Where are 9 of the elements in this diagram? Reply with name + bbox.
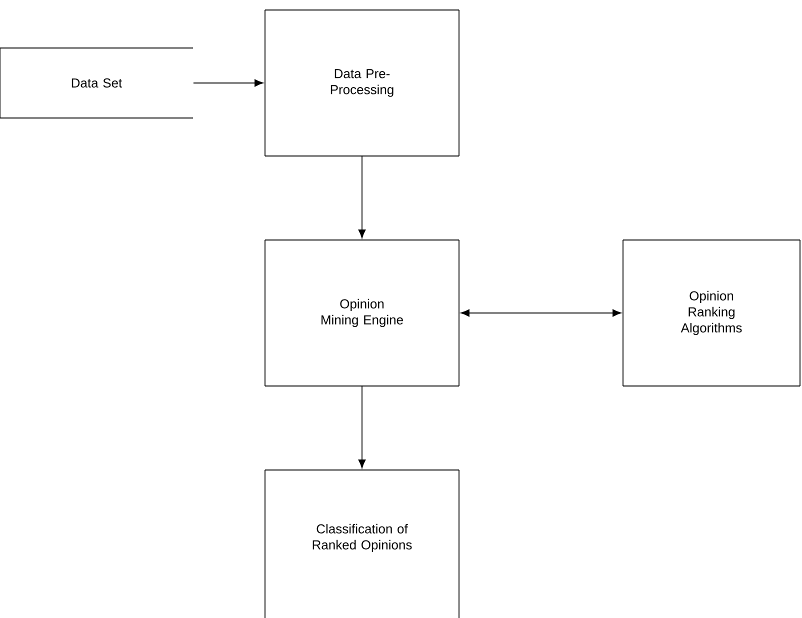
process-box: Data Pre-Processing [264, 10, 460, 156]
process-box: Opinion Mining Engine [264, 240, 460, 386]
arrow [358, 156, 366, 238]
arrow [460, 309, 622, 317]
arrow [358, 386, 366, 468]
process-box: Classification of Ranked Opinions [264, 470, 460, 618]
arrow [193, 79, 264, 87]
process-box: Data Set [0, 48, 194, 118]
process-box: Opinion Ranking Algorithms [622, 240, 800, 386]
